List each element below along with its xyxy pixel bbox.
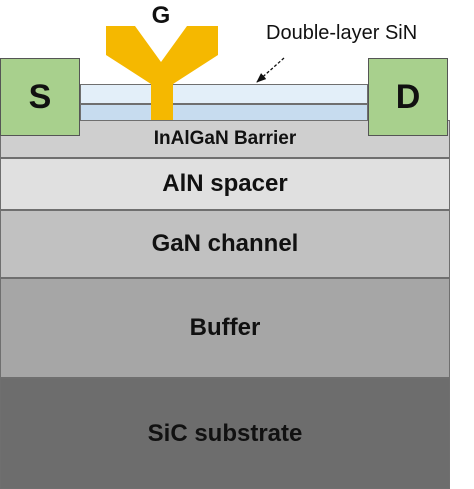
drain-contact: D xyxy=(368,58,448,136)
y-gate-electrode xyxy=(106,26,218,120)
buffer-layer: Buffer xyxy=(0,278,450,378)
gan-channel-label: GaN channel xyxy=(151,230,299,257)
double-layer-sin-label: Double-layer SiN xyxy=(266,22,418,44)
gan-channel-layer: GaN channel xyxy=(0,210,450,278)
source-label: S xyxy=(28,77,52,116)
sic-substrate-label: SiC substrate xyxy=(147,419,303,447)
inalgan-barrier-label: InAlGaN Barrier xyxy=(153,128,297,149)
aln-spacer-label: AlN spacer xyxy=(162,170,288,197)
source-contact: S xyxy=(0,58,80,136)
drain-label: D xyxy=(395,77,421,116)
buffer-label: Buffer xyxy=(189,314,261,341)
sic-substrate-layer: SiC substrate xyxy=(0,378,450,489)
double-layer-sin-arrow xyxy=(256,57,285,83)
gate-label: G xyxy=(151,2,171,29)
aln-spacer-layer: AlN spacer xyxy=(0,158,450,210)
